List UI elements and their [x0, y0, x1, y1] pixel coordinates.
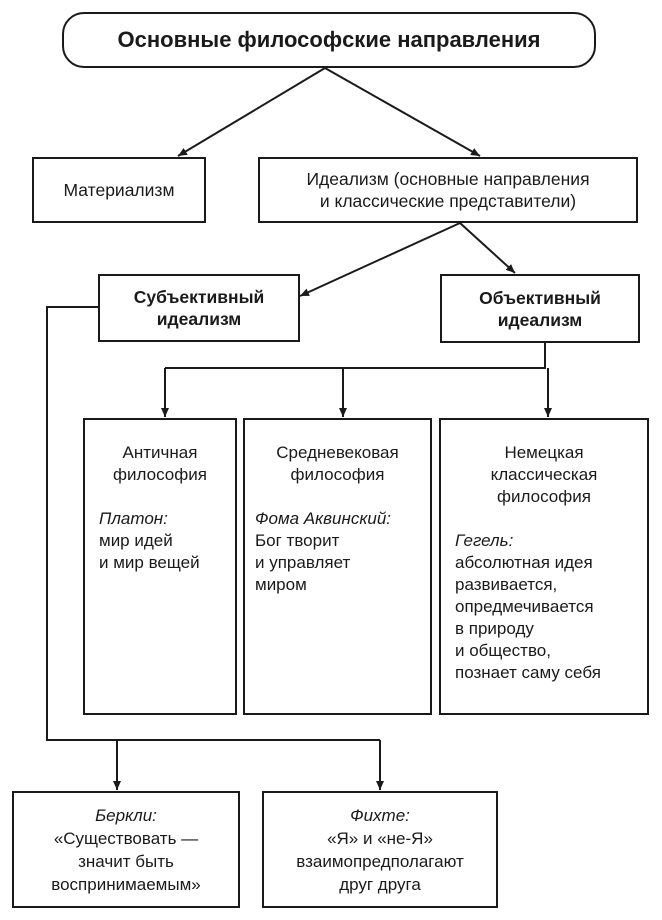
- diagram-title: Основные философские направления: [62, 12, 596, 68]
- german-desc-line2: развивается,: [455, 575, 558, 594]
- berkeley-person: Беркли: [95, 805, 153, 825]
- medieval-desc-line3: миром: [255, 575, 307, 594]
- medieval-head-line2: философия: [290, 465, 385, 484]
- idealism-box: Идеализм (основные направления и классич…: [258, 157, 638, 223]
- german-head-line2: классическая: [490, 465, 598, 484]
- german-head-line3: философия: [497, 487, 591, 506]
- arrow-idealism-objective: [459, 222, 516, 274]
- objective-label-line1: Объективный: [479, 287, 601, 308]
- antique-head-line2: философия: [113, 465, 207, 484]
- arrow-title-idealism: [324, 67, 481, 157]
- antique-desc-line2: и мир вещей: [99, 553, 200, 572]
- medieval-head-line1: Средневековая: [276, 443, 399, 462]
- german-desc-line5: и общество,: [455, 641, 551, 660]
- german-desc-line4: в природу: [455, 619, 534, 638]
- subjective-label-line1: Субъективный: [133, 287, 265, 307]
- fichte-person: Фихте: [350, 805, 406, 825]
- subjective-label-line2: идеализм: [156, 309, 242, 329]
- subjective-idealism-box: Субъективный идеализм: [98, 274, 300, 342]
- line-objective-down: [165, 343, 546, 369]
- german-desc-line3: опредмечивается: [455, 597, 594, 616]
- medieval-person: Фома Аквинский: [255, 509, 387, 528]
- antique-desc-line1: мир идей: [99, 531, 173, 550]
- german-desc-line1: абсолютная идея: [455, 553, 593, 572]
- german-head-line1: Немецкая: [504, 443, 584, 462]
- arrow-title-materialism: [177, 67, 326, 157]
- arrow-idealism-subjective: [299, 222, 461, 297]
- german-person: Гегель: [455, 531, 509, 550]
- line-subjective-left: [46, 306, 380, 741]
- german-philosophy-box: Немецкая классическая философия Гегель: …: [439, 418, 649, 715]
- medieval-desc-line2: и управляет: [255, 553, 351, 572]
- antique-person: Платон: [99, 509, 164, 528]
- medieval-desc-line1: Бог творит: [255, 531, 340, 550]
- idealism-label-line2: и классические представители): [319, 191, 577, 211]
- fichte-desc-line1: «Я» и «не-Я»: [327, 828, 433, 848]
- objective-idealism-box: Объективный идеализм: [440, 274, 640, 343]
- berkeley-desc-line3: воспринимаемым»: [51, 874, 201, 894]
- idealism-label-line1: Идеализм (основные направления: [306, 169, 590, 189]
- antique-head-line1: Античная: [122, 443, 198, 462]
- materialism-label: Материализм: [63, 180, 175, 200]
- berkeley-desc-line1: «Существовать —: [53, 828, 199, 848]
- materialism-box: Материализм: [32, 157, 206, 223]
- objective-label-line2: идеализм: [497, 309, 583, 330]
- fichte-desc-line3: друг друга: [339, 874, 421, 894]
- antique-philosophy-box: Античная философия Платон: мир идей и ми…: [83, 418, 237, 715]
- diagram-title-text: Основные философские направления: [117, 27, 541, 52]
- german-desc-line6: познает саму себя: [455, 663, 601, 682]
- berkeley-box: Беркли: «Существовать — значит быть восп…: [12, 791, 240, 908]
- medieval-philosophy-box: Средневековая философия Фома Аквинский: …: [243, 418, 432, 715]
- berkeley-desc-line2: значит быть: [78, 851, 174, 871]
- fichte-box: Фихте: «Я» и «не-Я» взаимопредполагают д…: [262, 791, 498, 908]
- fichte-desc-line2: взаимопредполагают: [296, 851, 464, 871]
